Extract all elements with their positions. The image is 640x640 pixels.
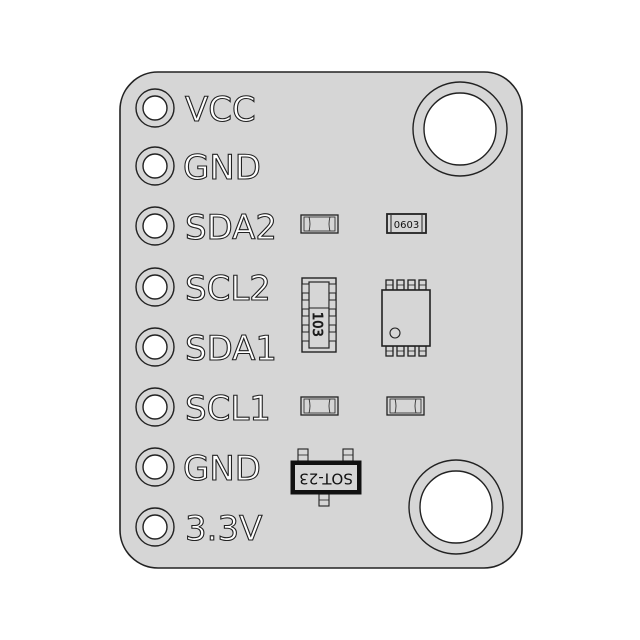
pin-label: 3.3V — [185, 509, 262, 549]
pin-header: VCC GND SDA2 SCL2 SDA1 SCL1 — [135, 88, 278, 550]
component-label: 0603 — [394, 220, 419, 231]
smd-resistor-0603: 0603 — [386, 213, 427, 234]
pin-scl1: SCL1 — [135, 387, 271, 430]
pin-sda1: SDA1 — [135, 327, 278, 370]
resistor-array-103: 103 — [301, 277, 337, 353]
smd-capacitor-1 — [300, 214, 339, 234]
pin-label: GND — [183, 449, 261, 489]
sot23-transistor: SOT-23 — [290, 448, 362, 507]
pin-label: SDA2 — [185, 208, 277, 248]
pin-label: SCL1 — [185, 389, 271, 429]
pin-scl2: SCL2 — [135, 267, 271, 310]
mounting-hole-bottom — [408, 459, 504, 555]
pin-sda2: SDA2 — [135, 206, 278, 249]
component-label: 103 — [309, 312, 324, 337]
pin-3v3: 3.3V — [135, 507, 263, 550]
pin-gnd-2: GND — [135, 447, 262, 490]
smd-resistor-2 — [386, 396, 425, 416]
pin-label: GND — [183, 148, 261, 188]
pin-label: SCL2 — [185, 269, 271, 309]
pin-label: VCC — [185, 90, 256, 130]
pin-gnd: GND — [135, 146, 262, 189]
ic-8-pin — [381, 279, 431, 357]
pin-vcc: VCC — [135, 88, 256, 131]
pin1-marker-icon — [389, 327, 401, 339]
mounting-hole-top — [412, 81, 508, 177]
smd-resistor-1 — [300, 396, 339, 416]
pin-label: SDA1 — [185, 329, 277, 369]
component-label: SOT-23 — [299, 470, 353, 488]
